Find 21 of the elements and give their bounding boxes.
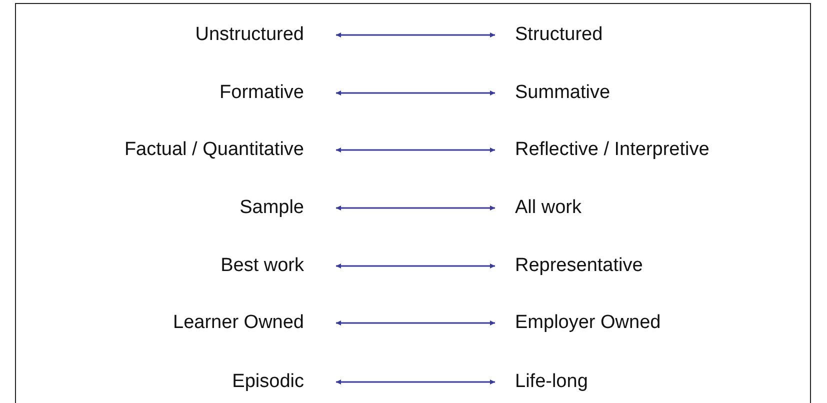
term-label: Learner Owned [173,311,336,335]
double-arrow [336,206,495,210]
term-label: Episodic [232,370,336,394]
double-arrow [336,320,495,326]
term-label: All work [495,196,582,220]
term-label: Unstructured [195,23,336,47]
double-arrow [336,264,495,268]
double-arrow [336,148,495,152]
double-arrow [336,90,495,96]
double-arrow [336,32,495,38]
term-label: Best work [220,254,336,278]
term-label: Sample [240,196,336,220]
term-label: Formative [220,81,336,105]
term-label: Life-long [495,370,588,394]
term-label: Reflective / Interpretive [495,138,710,162]
term-label: Summative [495,81,610,105]
term-label: Representative [495,254,643,278]
term-label: Employer Owned [495,311,661,335]
double-arrow [336,380,495,384]
term-label: Structured [495,23,603,47]
term-label: Factual / Quantitative [124,138,336,162]
